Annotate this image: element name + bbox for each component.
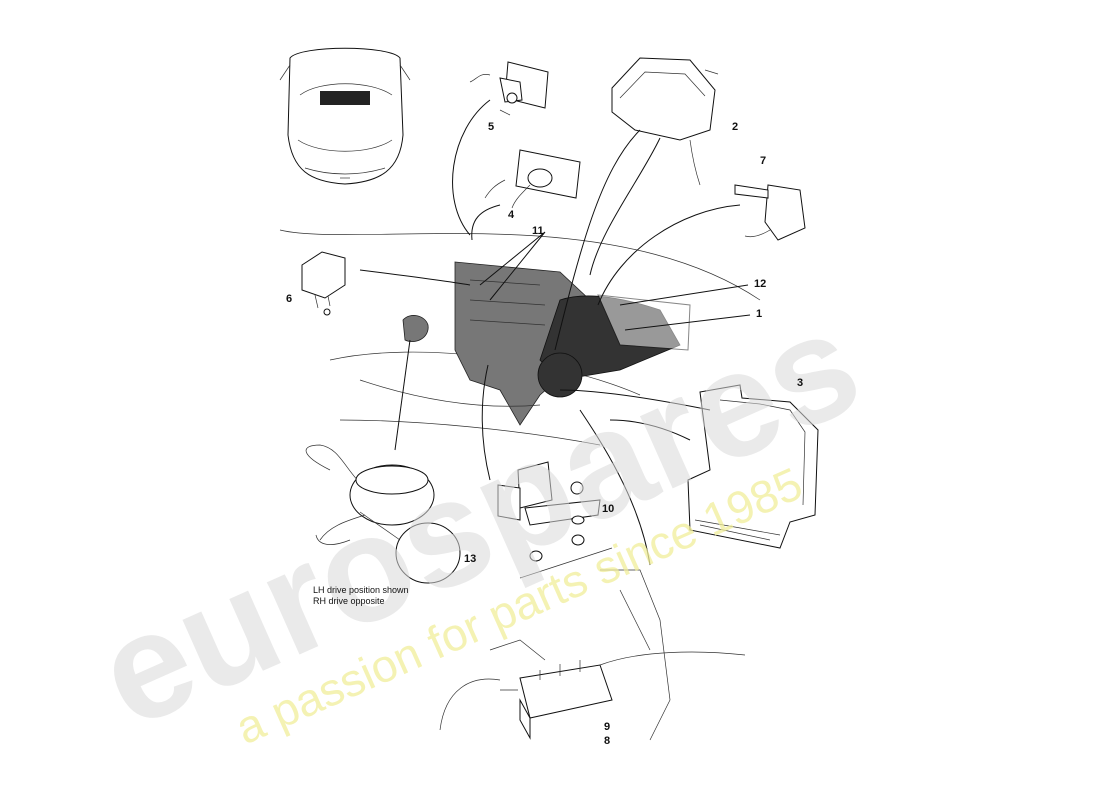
drive-note: LH drive position shown RH drive opposit… — [313, 585, 409, 606]
callout-11: 11 — [532, 225, 544, 237]
callout-7: 7 — [760, 155, 766, 167]
heater-assembly — [279, 229, 761, 446]
callout-6: 6 — [286, 293, 292, 305]
callout-4: 4 — [508, 209, 515, 221]
callout-9: 9 — [604, 721, 610, 733]
part-6-relay — [301, 251, 346, 316]
callout-12: 12 — [754, 278, 766, 290]
callout-2: 2 — [732, 121, 738, 133]
callout-10: 10 — [602, 503, 614, 515]
part-7-relay — [734, 184, 806, 241]
part-5-sensor-bracket — [469, 61, 549, 116]
callout-3: 3 — [797, 377, 803, 389]
callout-labels: 1 2 3 4 5 6 7 8 9 10 11 12 13 — [286, 121, 803, 747]
car-top-view — [279, 47, 411, 185]
part-13-pump — [305, 444, 461, 584]
part-3-ecu — [687, 384, 819, 549]
leader-lines — [359, 99, 751, 566]
callout-5: 5 — [488, 121, 494, 133]
callout-13: 13 — [464, 553, 476, 565]
part-8-9-connector-block — [439, 569, 746, 741]
part-4-switch-bracket — [484, 149, 581, 209]
callout-8: 8 — [604, 735, 610, 747]
part-2-control-module — [611, 57, 719, 186]
note-line-1: LH drive position shown — [313, 585, 409, 595]
part-10-valve — [497, 461, 613, 579]
callout-1: 1 — [756, 308, 762, 320]
note-line-2: RH drive opposite — [313, 596, 385, 606]
